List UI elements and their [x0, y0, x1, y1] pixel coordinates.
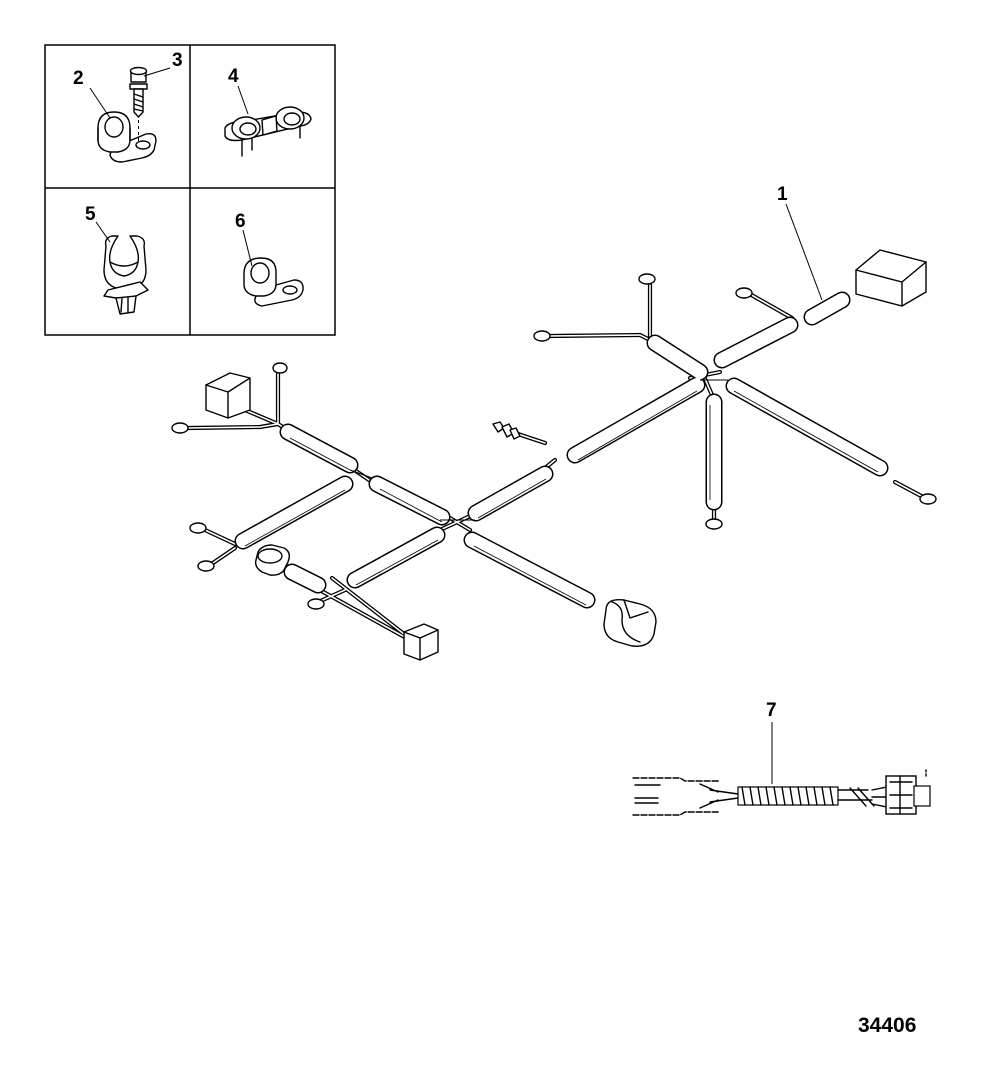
callout-7: 7	[766, 700, 777, 721]
leader-lines	[89, 67, 823, 784]
harness-looms	[234, 291, 889, 609]
connector-round	[603, 599, 657, 647]
screw-part-3	[129, 66, 148, 141]
clamp-part-6	[243, 257, 304, 307]
connector-box-small	[403, 623, 439, 661]
callout-1: 1	[777, 184, 788, 205]
figure-number: 34406	[858, 1014, 916, 1037]
callout-6: 6	[235, 211, 246, 232]
push-clip-part-5	[103, 235, 149, 315]
double-clip-part-4	[224, 106, 312, 157]
junction-marks	[349, 379, 728, 521]
clamp-part-2	[97, 111, 157, 163]
callout-4: 4	[228, 66, 239, 87]
harness-looms-fill	[236, 293, 887, 607]
callout-2: 2	[73, 68, 84, 89]
main-wiring-harness	[171, 249, 937, 661]
connector-box-left	[205, 372, 251, 419]
connector-plug	[254, 544, 291, 576]
callout-3: 3	[172, 50, 183, 71]
loom-shading	[244, 390, 879, 606]
extension-harness-part-7	[632, 769, 931, 816]
sensor-probe	[492, 421, 521, 440]
ring-terminals	[171, 273, 937, 610]
connector-box-right	[855, 249, 927, 307]
callout-5: 5	[85, 204, 96, 225]
